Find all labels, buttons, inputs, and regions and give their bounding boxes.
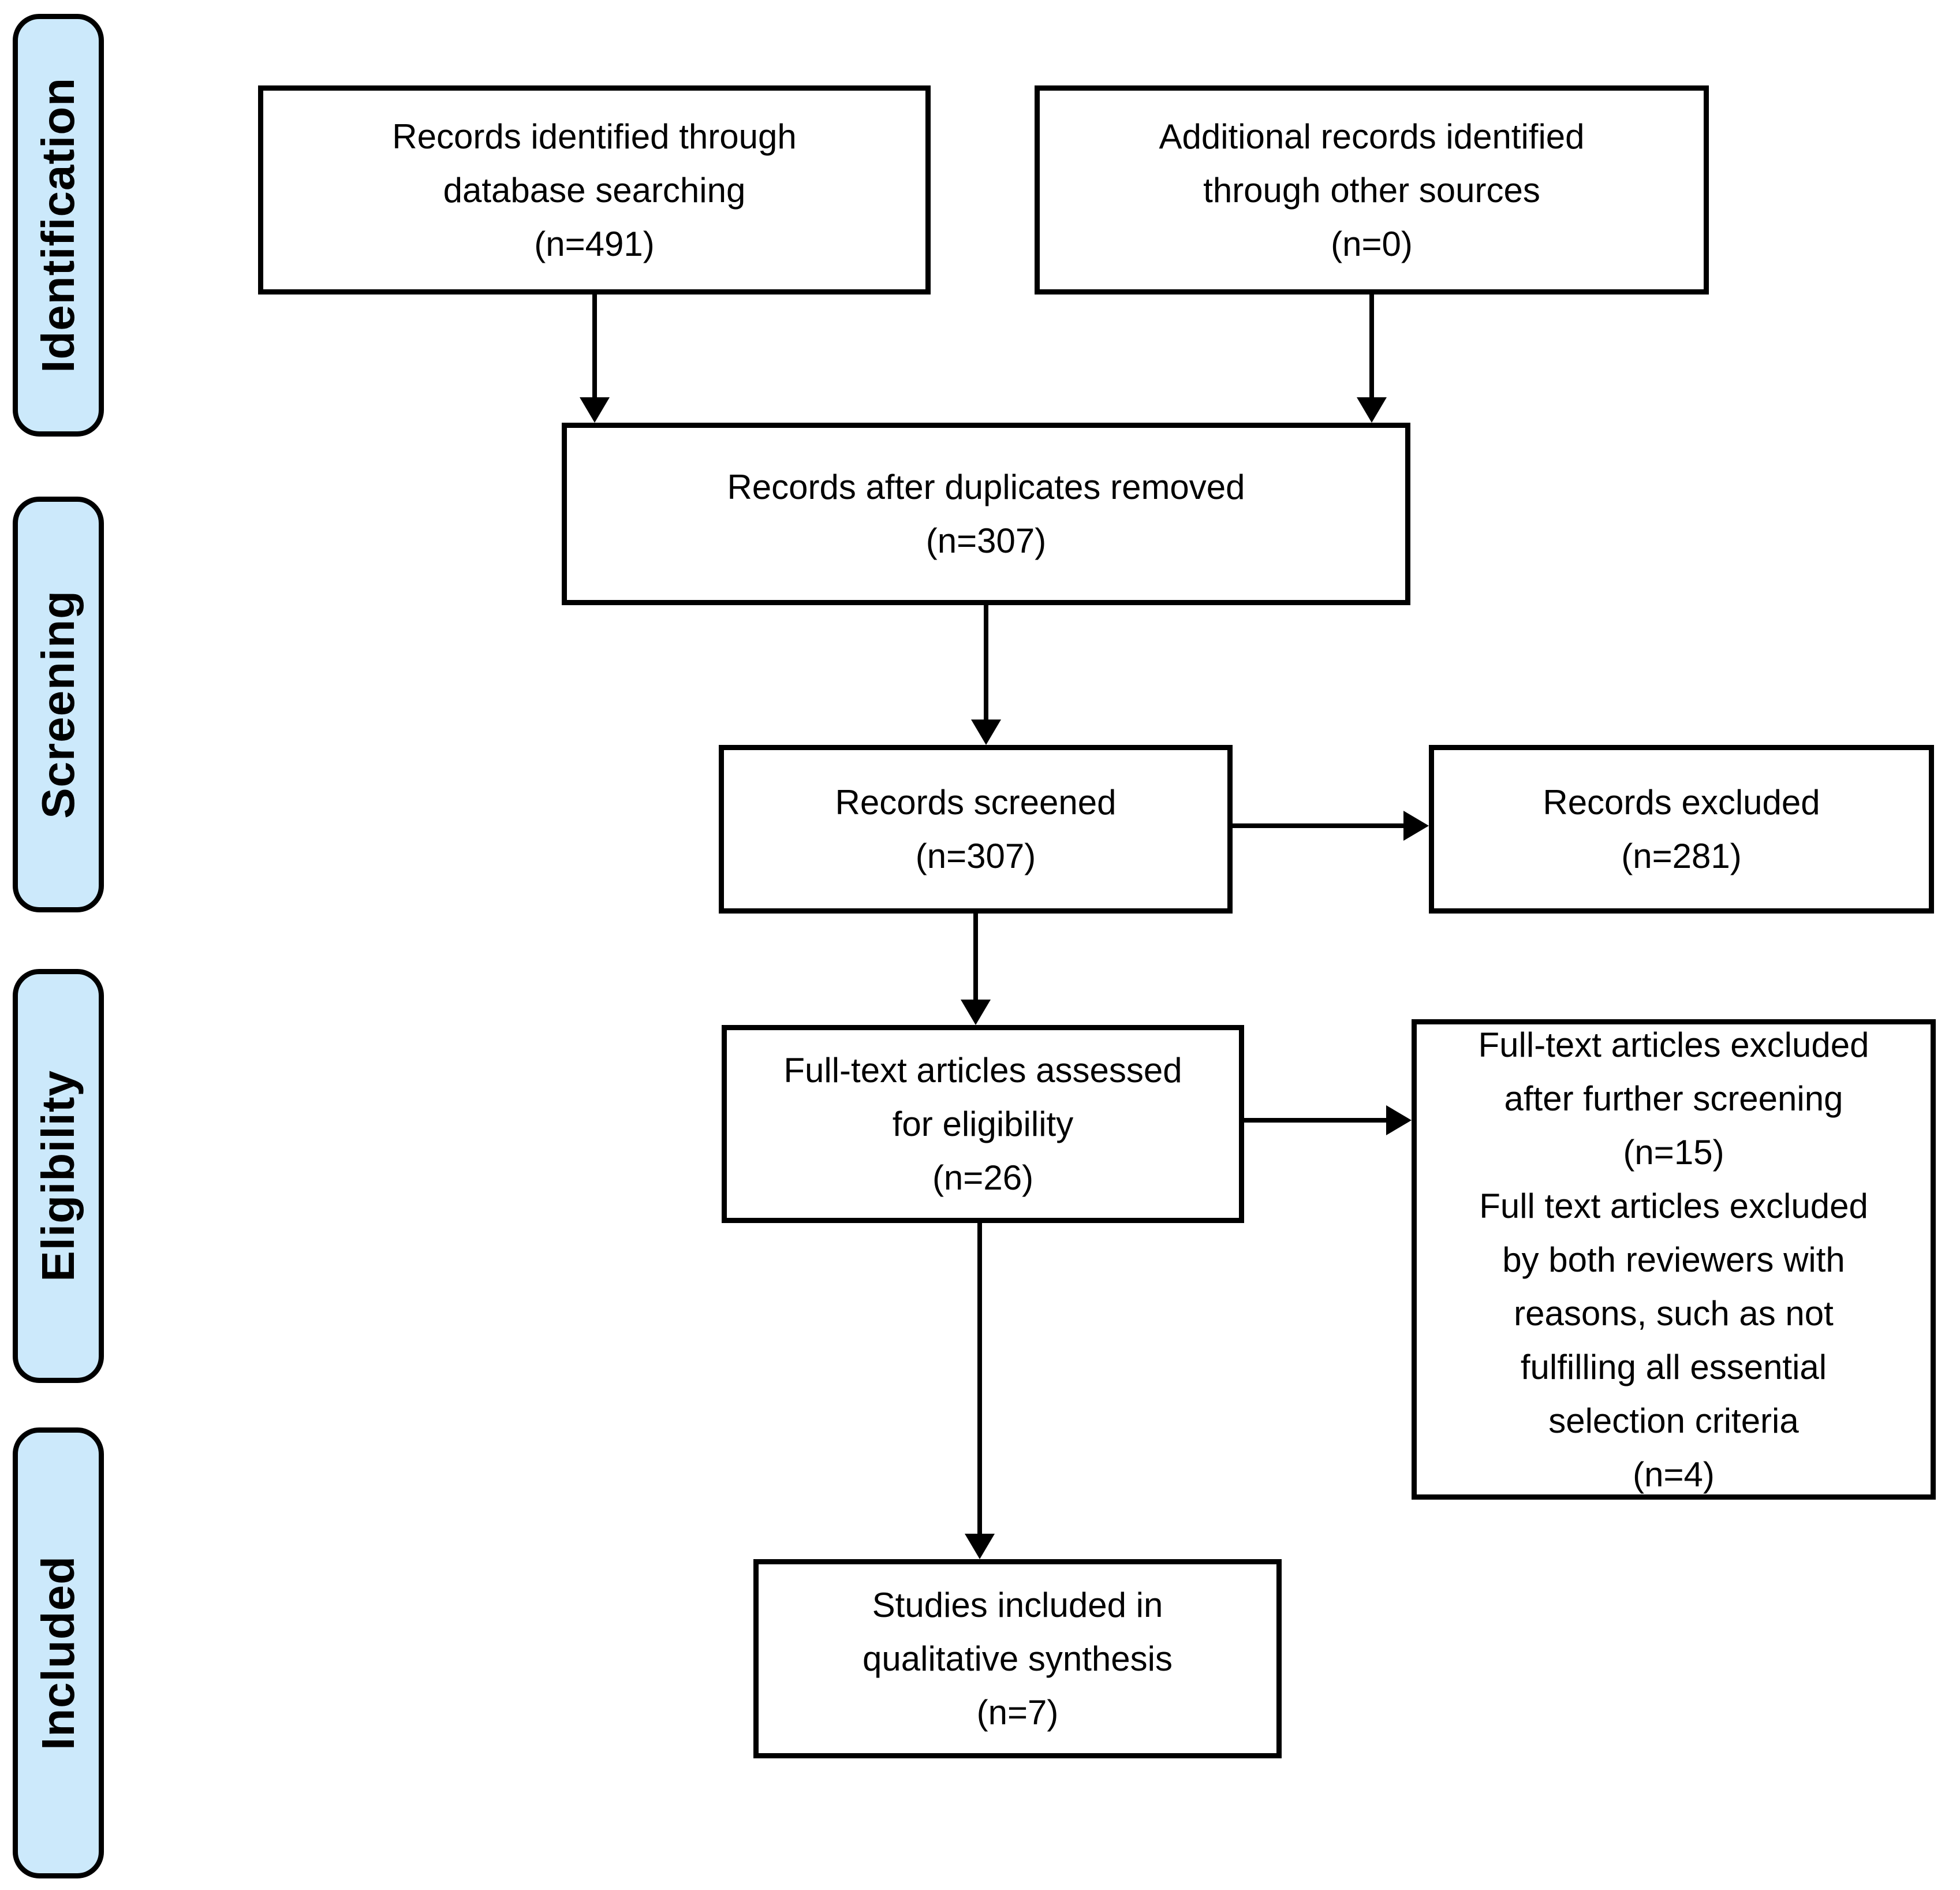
arrow-shaft — [984, 605, 988, 720]
stage-eligibility: Eligibility — [13, 969, 104, 1383]
arrow-shaft — [1369, 295, 1374, 397]
arrow-shaft — [973, 914, 978, 1000]
box-additional-records: Additional records identified through ot… — [1035, 85, 1709, 295]
arrow-down-icon — [961, 1000, 991, 1025]
box-text-line: Full-text articles excluded — [1478, 1025, 1869, 1064]
box-text-line: (n=307) — [915, 837, 1036, 875]
box-text-line: Studies included in — [872, 1586, 1163, 1624]
box-records-excluded: Records excluded (n=281) — [1429, 745, 1934, 914]
arrow-down-icon — [965, 1534, 995, 1559]
arrow-right-icon — [1403, 811, 1429, 841]
box-text-line: Records excluded — [1543, 783, 1820, 822]
box-text-line: fulfilling all essential — [1520, 1347, 1827, 1386]
box-text-line: after further screening — [1504, 1079, 1843, 1118]
arrow-shaft — [592, 295, 597, 397]
box-studies-included: Studies included in qualitative synthesi… — [753, 1559, 1282, 1758]
box-fulltext-excluded: Full-text articles excluded after furthe… — [1412, 1019, 1936, 1500]
box-text-line: reasons, such as not — [1514, 1293, 1834, 1333]
stage-identification-label: Identification — [32, 77, 84, 373]
box-records-identified: Records identified through database sear… — [258, 85, 931, 295]
box-text-line: (n=491) — [534, 224, 655, 263]
box-text-line: qualitative synthesis — [863, 1639, 1173, 1678]
stage-included-label: Included — [32, 1556, 84, 1750]
box-records-screened: Records screened (n=307) — [719, 745, 1233, 914]
box-text-line: (n=26) — [932, 1158, 1034, 1197]
box-text-line: (n=15) — [1623, 1132, 1724, 1172]
arrow-down-icon — [971, 720, 1001, 745]
box-fulltext-assessed: Full-text articles assessed for eligibil… — [722, 1025, 1244, 1223]
box-text-line: Records after duplicates removed — [727, 468, 1245, 506]
box-text-line: (n=281) — [1621, 837, 1742, 875]
arrow-shaft — [1244, 1118, 1386, 1123]
box-text-line: (n=4) — [1633, 1455, 1715, 1494]
box-text-line: (n=307) — [925, 521, 1047, 560]
arrow-shaft — [1233, 823, 1403, 828]
stage-eligibility-label: Eligibility — [32, 1070, 84, 1282]
box-text-line: by both reviewers with — [1502, 1240, 1845, 1279]
box-text-line: database searching — [443, 170, 746, 210]
box-text-line: (n=7) — [976, 1693, 1059, 1732]
box-text-line: Additional records identified — [1159, 117, 1585, 156]
box-text-line: for eligibility — [892, 1105, 1074, 1143]
box-text-line: Records screened — [835, 783, 1117, 822]
box-text-line: selection criteria — [1548, 1401, 1799, 1440]
box-text-line: Full text articles excluded — [1479, 1186, 1868, 1225]
arrow-down-icon — [1357, 397, 1387, 423]
stage-identification: Identification — [13, 14, 104, 437]
box-text-line: Records identified through — [392, 117, 797, 156]
stage-screening-label: Screening — [32, 590, 84, 819]
box-text-line: Full-text articles assessed — [783, 1051, 1182, 1090]
box-text-line: (n=0) — [1331, 224, 1413, 263]
stage-included: Included — [13, 1427, 104, 1878]
arrow-shaft — [977, 1223, 982, 1534]
arrow-right-icon — [1386, 1105, 1412, 1135]
arrow-down-icon — [580, 397, 610, 423]
stage-screening: Screening — [13, 497, 104, 912]
box-duplicates-removed: Records after duplicates removed (n=307) — [562, 423, 1410, 605]
box-text-line: through other sources — [1203, 170, 1540, 210]
